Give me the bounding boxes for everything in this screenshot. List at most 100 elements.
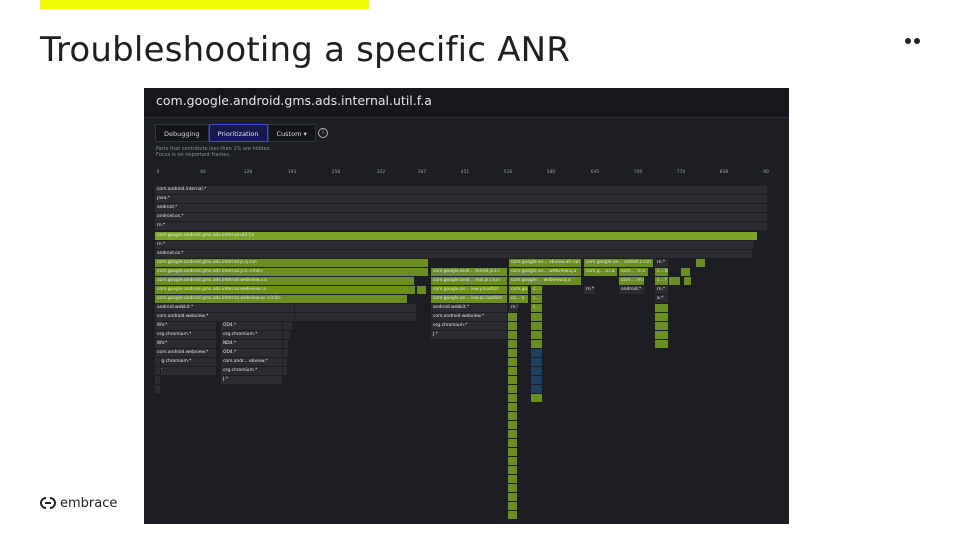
- flame-frame-block[interactable]: [508, 349, 518, 357]
- flame-frame-block[interactable]: [508, 421, 518, 429]
- flame-frame-android[interactable]: android.*: [619, 286, 645, 294]
- flame-frame-android-os[interactable]: android.os.*: [155, 250, 753, 258]
- flame-frame-block[interactable]: [155, 376, 161, 384]
- flame-frame-block[interactable]: [531, 313, 543, 321]
- tab-prioritization[interactable]: Prioritization: [208, 124, 268, 142]
- flame-frame-block[interactable]: [531, 331, 543, 339]
- flame-frame-com-google-andr-mal-js-i-run[interactable]: com.google.andr... mal.js.i.run: [431, 277, 508, 285]
- flame-frame-block[interactable]: [508, 322, 518, 330]
- flame-frame-block[interactable]: [508, 475, 518, 483]
- flame-frame-org-chromium[interactable]: org.chromium.*: [155, 331, 217, 339]
- flame-frame-block[interactable]: [508, 502, 518, 510]
- tab-custom[interactable]: Custom ▾: [267, 124, 316, 142]
- flame-frame-rn[interactable]: rn.*: [155, 241, 755, 249]
- flame-frame-com-m-c[interactable]: com.... m.c: [619, 268, 649, 276]
- flame-frame-block[interactable]: [392, 295, 408, 303]
- more-dots-icon[interactable]: [905, 38, 921, 46]
- info-circle-icon[interactable]: i: [318, 128, 328, 138]
- flame-frame-com-android-webview[interactable]: com.android.webview.*: [431, 313, 508, 321]
- flame-frame-j[interactable]: J.*: [221, 376, 283, 384]
- flame-frame-com-android-internal[interactable]: com.android.internal.*: [155, 186, 768, 194]
- flame-frame-rn[interactable]: rn.*: [155, 222, 768, 230]
- flame-frame-c-b[interactable]: c... b: [655, 268, 669, 276]
- flame-frame-android-webkit[interactable]: android.webkit.*: [431, 304, 508, 312]
- flame-frame-block[interactable]: [531, 322, 543, 330]
- flame-frame-c-f[interactable]: c... f: [655, 277, 669, 285]
- flame-frame-block[interactable]: [531, 394, 543, 402]
- flame-frame-c[interactable]: c...: [531, 304, 543, 312]
- flame-frame-com-google-android-gms-ads-internal-js-q-run[interactable]: com.google.android.gms.ads.internal.js.q…: [155, 259, 429, 267]
- flame-frame-block[interactable]: [655, 340, 669, 348]
- flame-frame-block[interactable]: [508, 331, 518, 339]
- flame-frame-com-google-an-iew-y-loadurl[interactable]: com.google.an... iew.y.loadUrl: [431, 286, 508, 294]
- flame-frame-j[interactable]: J.*: [431, 331, 508, 339]
- flame-frame-rn[interactable]: rn.*: [509, 304, 519, 312]
- flame-frame-com-google-android-gms-ads-internal-util-f-a[interactable]: com.google.android.gms.ads.internal.util…: [155, 232, 758, 240]
- flame-frame-block[interactable]: [531, 385, 543, 393]
- flame-frame-block[interactable]: [681, 268, 691, 276]
- flame-frame-block[interactable]: [508, 484, 518, 492]
- flame-frame-nd4[interactable]: ND4.*: [221, 340, 283, 348]
- flame-frame-com-google-andr-ternal-js-k-l[interactable]: com.google.andr... ternal.js.k.l: [431, 268, 508, 276]
- flame-frame-wv[interactable]: WV.*: [155, 340, 217, 348]
- flame-frame-com-go-js-j-a[interactable]: com.go... js.j.a: [509, 286, 529, 294]
- flame-frame-block[interactable]: [508, 430, 518, 438]
- flame-frame-com-google-an-webview-q-a[interactable]: com.google.an... webview.q.a: [509, 268, 582, 276]
- flame-frame-c-a[interactable]: c... a: [531, 286, 543, 294]
- flame-frame-org-chromium[interactable]: org.chromium.*: [431, 322, 508, 330]
- flame-frame-block[interactable]: [508, 511, 518, 519]
- flame-frame-block[interactable]: [531, 349, 543, 357]
- flame-frame-block[interactable]: [155, 367, 161, 375]
- flame-frame-block[interactable]: [531, 367, 543, 375]
- flame-frame-com-google-an-iew-ac-loadurl[interactable]: com.google.an... iew.ac.loadUrl: [431, 295, 508, 303]
- flame-frame-block[interactable]: [508, 385, 518, 393]
- flame-frame-block[interactable]: [655, 331, 669, 339]
- flame-frame-block[interactable]: [155, 385, 161, 393]
- flame-frame-block[interactable]: [283, 349, 289, 357]
- flame-frame-rn[interactable]: rn.*: [584, 286, 596, 294]
- flame-frame-block[interactable]: [508, 358, 518, 366]
- flame-frame-com-google-an-ontext-c-run[interactable]: com.google.an... ontext.c.run: [584, 259, 654, 267]
- flame-frame-org-chromium[interactable]: org.chromium.*: [221, 331, 283, 339]
- flame-frame-com-google-webview-q-a[interactable]: com.google.... webview.q.a: [509, 277, 582, 285]
- flame-frame-org-chromium[interactable]: org.chromium.*: [221, 367, 283, 375]
- flame-frame-block[interactable]: [531, 376, 543, 384]
- flame-frame-block[interactable]: [508, 457, 518, 465]
- flame-frame-block[interactable]: [283, 358, 288, 366]
- flame-frame-block[interactable]: [655, 322, 669, 330]
- flame-frame-block[interactable]: [669, 277, 681, 285]
- flame-frame-c[interactable]: c...: [531, 295, 543, 303]
- flame-frame-block[interactable]: [417, 286, 427, 294]
- tab-debugging[interactable]: Debugging: [155, 124, 209, 142]
- flame-frame-block[interactable]: [655, 313, 669, 321]
- flame-frame-android-os[interactable]: android.os.*: [155, 213, 768, 221]
- flame-frame-block[interactable]: [283, 313, 295, 321]
- flame-frame-com-andr-ebview[interactable]: com.andr... ebview.*: [221, 358, 283, 366]
- flame-frame-java[interactable]: java.*: [155, 195, 768, 203]
- flame-frame-com-m-n[interactable]: com.... m.n: [619, 277, 645, 285]
- flame-frame-android[interactable]: android.*: [155, 204, 768, 212]
- flame-frame-block[interactable]: [508, 367, 518, 375]
- flame-frame-block[interactable]: [531, 340, 543, 348]
- flame-frame-block[interactable]: [508, 376, 518, 384]
- flame-frame-block[interactable]: [508, 403, 518, 411]
- flame-frame-block[interactable]: [155, 358, 161, 366]
- flame-frame-com-google-android-gms-ads-internal-webview-r-a[interactable]: com.google.android.gms.ads.internal.webv…: [155, 286, 405, 294]
- flame-frame-od4[interactable]: OD4.*: [221, 349, 283, 357]
- flame-frame-org-chromium[interactable]: org.chromium.*: [155, 358, 217, 366]
- flame-frame-block[interactable]: [404, 286, 416, 294]
- flame-frame-block[interactable]: [283, 367, 288, 375]
- flame-frame-block[interactable]: [531, 358, 543, 366]
- flame-frame-com-android-webview[interactable]: com.android.webview.*: [155, 349, 217, 357]
- flame-frame-com-google-android-gms-ads-internal-js-k-init[interactable]: com.google.android.gms.ads.internal.js.k…: [155, 268, 429, 276]
- flame-frame-block[interactable]: [283, 304, 295, 312]
- flame-frame-com-g-a-i-a[interactable]: com.g... a.i.a: [584, 268, 618, 276]
- flame-frame-j[interactable]: J.*: [155, 367, 217, 375]
- flame-frame-block[interactable]: [283, 322, 293, 330]
- flame-frame-rn[interactable]: rn.*: [655, 286, 669, 294]
- flame-frame-block[interactable]: [696, 259, 706, 267]
- flame-frame-rn[interactable]: rn.*: [655, 259, 669, 267]
- flame-frame-block[interactable]: [508, 493, 518, 501]
- flame-frame-com-google-android-gms-ads-internal-webview-v-a[interactable]: com.google.android.gms.ads.internal.webv…: [155, 277, 415, 285]
- flame-frame-block[interactable]: [508, 340, 518, 348]
